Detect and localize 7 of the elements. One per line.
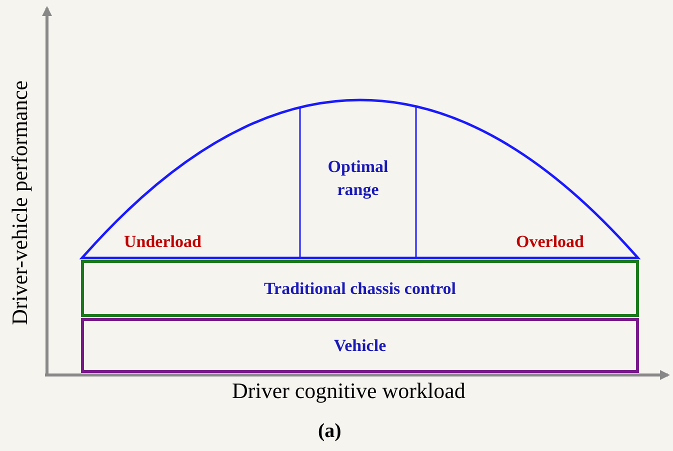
region-label: Underload	[124, 232, 202, 252]
axis-title: Driver cognitive workload	[232, 378, 466, 404]
caption: (a)	[318, 420, 342, 443]
vehicle-layer-box: Vehicle	[81, 318, 639, 373]
region-label: Optimal range	[326, 156, 390, 201]
control-layer-box: Traditional chassis control	[81, 260, 639, 317]
region-label: Overload	[516, 232, 584, 252]
